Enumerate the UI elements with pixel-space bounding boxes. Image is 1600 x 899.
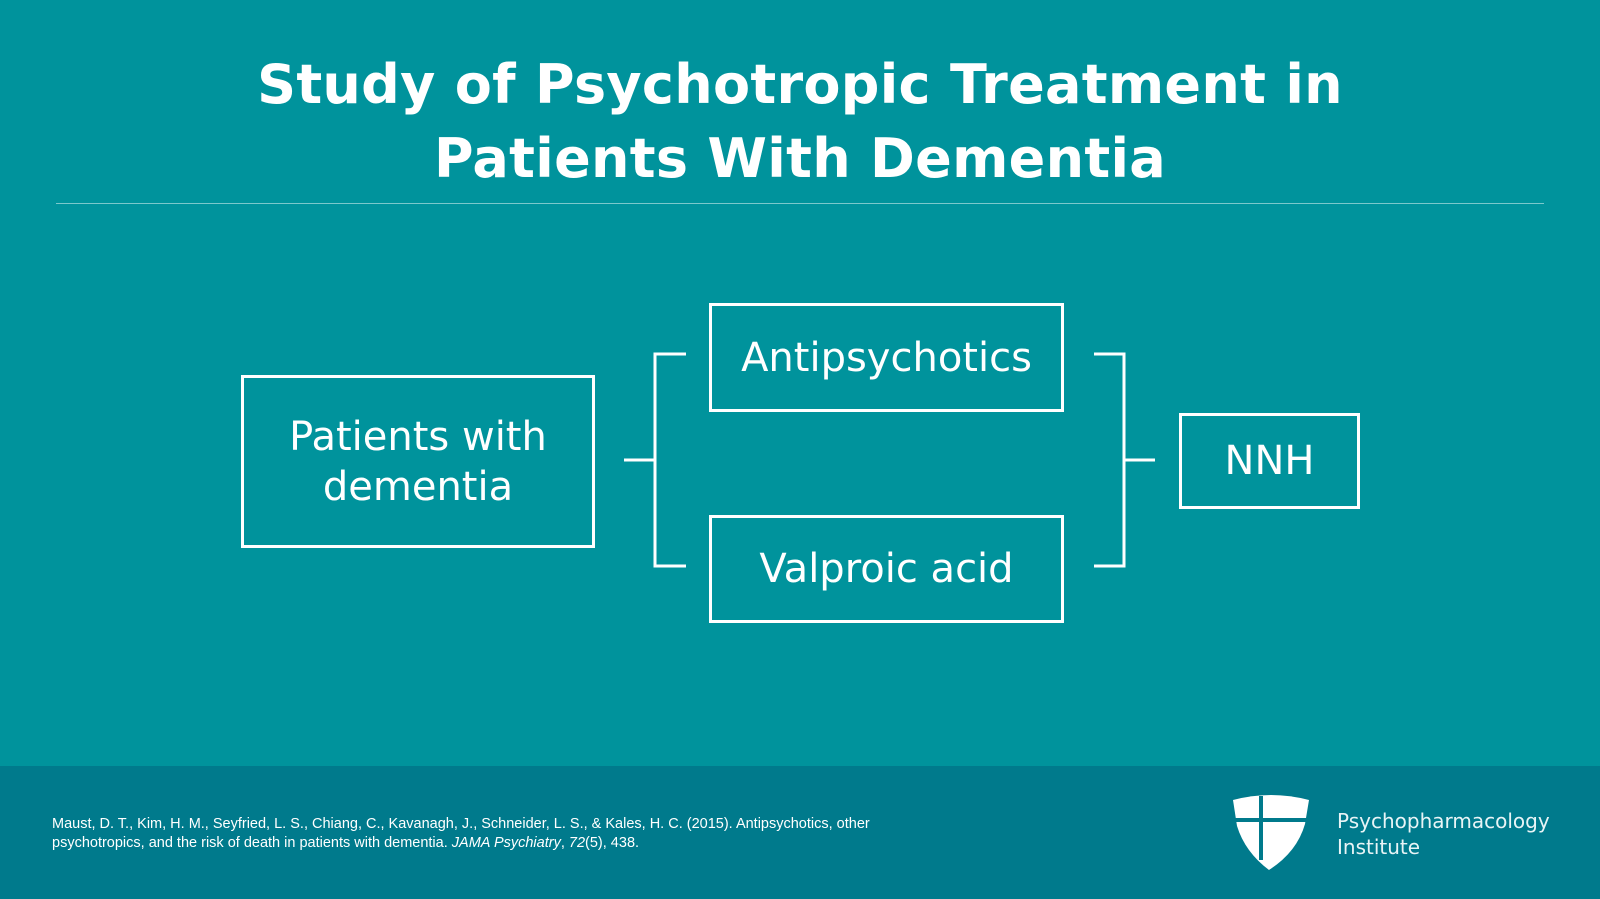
citation-text: Maust, D. T., Kim, H. M., Seyfried, L. S… xyxy=(52,816,870,851)
brand-name: Psychopharmacology Institute xyxy=(1337,808,1550,860)
patients-box: Patients with dementia xyxy=(241,375,595,548)
citation-volume: 72 xyxy=(568,835,586,851)
shield-logo-icon xyxy=(1233,795,1309,870)
title-line-2: Patients With Dementia xyxy=(434,127,1166,190)
brand-line-2: Institute xyxy=(1337,835,1421,859)
footer: Maust, D. T., Kim, H. M., Seyfried, L. S… xyxy=(0,766,1600,899)
citation: Maust, D. T., Kim, H. M., Seyfried, L. S… xyxy=(52,815,872,853)
patients-line-2: dementia xyxy=(322,463,514,510)
antipsychotics-box: Antipsychotics xyxy=(709,303,1064,412)
brand-line-1: Psychopharmacology xyxy=(1337,809,1550,833)
slide-title: Study of Psychotropic Treatment in Patie… xyxy=(0,48,1600,196)
citation-rest: (5), 438. xyxy=(585,835,640,851)
citation-sep: , xyxy=(560,835,569,851)
title-divider xyxy=(56,203,1544,204)
citation-journal: JAMA Psychiatry xyxy=(451,835,561,851)
nnh-box: NNH xyxy=(1179,413,1360,509)
title-line-1: Study of Psychotropic Treatment in xyxy=(257,53,1343,116)
patients-line-1: Patients with xyxy=(289,413,547,460)
left-bracket xyxy=(624,352,686,568)
right-bracket xyxy=(1094,352,1155,568)
valproic-acid-box: Valproic acid xyxy=(709,515,1064,623)
